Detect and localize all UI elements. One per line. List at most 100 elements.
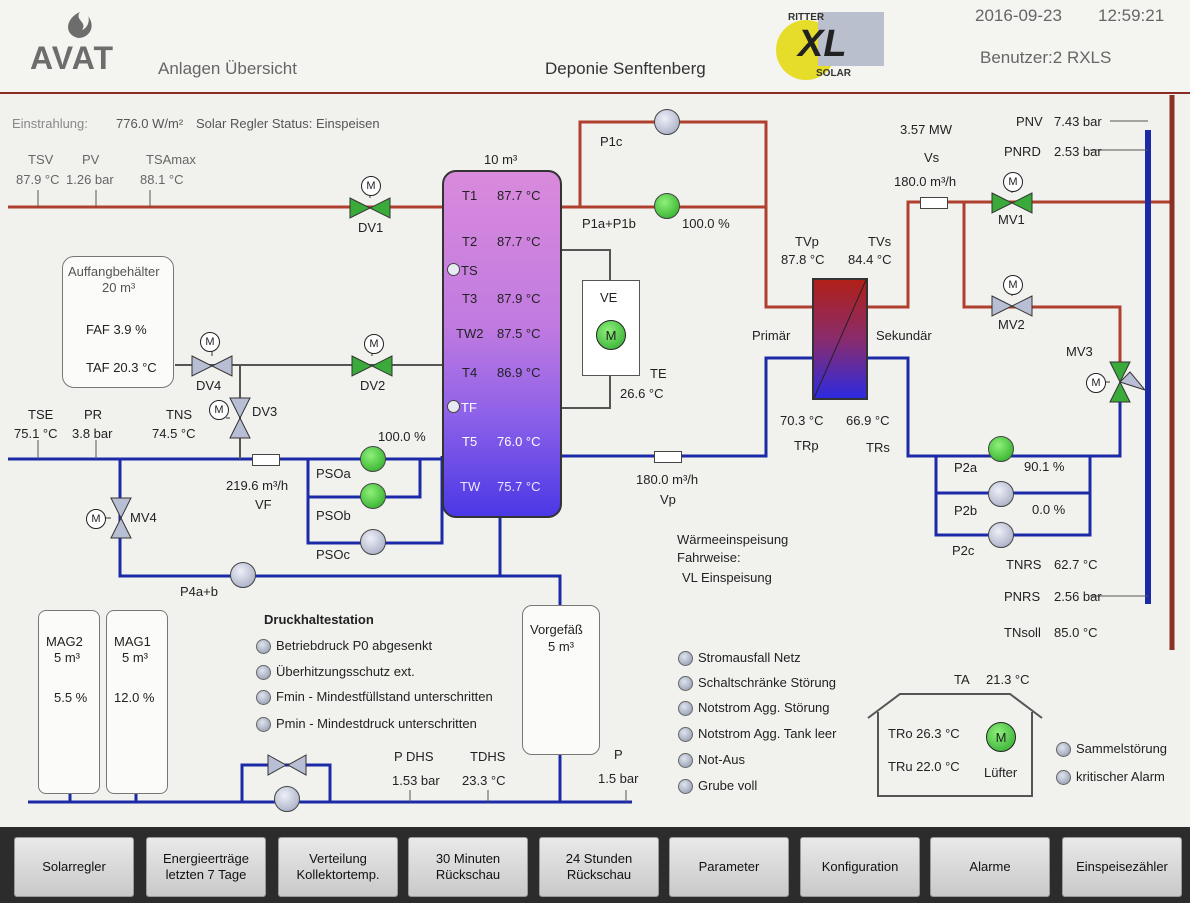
page-title: Anlagen Übersicht xyxy=(158,59,297,78)
trs-label: TRs xyxy=(866,440,890,455)
mag1-name: MAG1 xyxy=(114,634,151,649)
einstrahlung-value: 776.0 W/m² xyxy=(116,116,184,131)
header-bar: AVAT Anlagen Übersicht Deponie Senftenbe… xyxy=(0,0,1190,94)
auffang-title: Auffangbehälter xyxy=(68,264,160,279)
tsv-value: 87.9 °C xyxy=(16,172,60,187)
vp-flowmeter-icon xyxy=(654,451,682,463)
nav-konfiguration-button[interactable]: Konfiguration xyxy=(800,837,920,897)
vs-label: Vs xyxy=(924,150,940,165)
mag2-volume: 5 m³ xyxy=(54,650,80,665)
tsv-label: TSV xyxy=(28,152,54,167)
nav-alarme-button[interactable]: Alarme xyxy=(930,837,1050,897)
mag2-percent: 5.5 % xyxy=(54,690,88,705)
dv2-motor-icon[interactable]: M xyxy=(364,334,384,354)
vs-power: 3.57 MW xyxy=(900,122,953,137)
waerme-line1: Wärmeeinspeisung xyxy=(677,532,789,547)
ve-motor-icon[interactable]: M xyxy=(596,320,626,350)
vp-value: 180.0 m³/h xyxy=(636,472,699,487)
tank-tw2-value: 87.5 °C xyxy=(497,326,541,341)
tank-t1-value: 87.7 °C xyxy=(497,188,541,203)
nav-parameter-button[interactable]: Parameter xyxy=(669,837,789,897)
alarm-item-4: Not-Aus xyxy=(698,752,745,767)
mv1-motor-icon[interactable]: M xyxy=(1003,172,1023,192)
p2c-label: P2c xyxy=(952,543,975,558)
nav-einspeisezaehler-button[interactable]: Einspeisezähler xyxy=(1062,837,1182,897)
alarm-led-1 xyxy=(678,676,693,691)
druck-led-1 xyxy=(256,665,271,680)
p1c-pump-icon[interactable] xyxy=(654,109,680,135)
pdhs-label: P DHS xyxy=(394,749,434,764)
tns-label: TNS xyxy=(166,407,192,422)
house-outline xyxy=(867,693,1043,797)
dv3-label: DV3 xyxy=(252,404,278,419)
mv3-motor-icon[interactable]: M xyxy=(1086,373,1106,393)
alarm-led-3 xyxy=(678,727,693,742)
pnrd-label: PNRD xyxy=(1004,144,1041,159)
avat-logo: AVAT xyxy=(30,40,114,76)
ritter-xl-solar-logo: RITTER XL SOLAR xyxy=(768,10,888,80)
druck-led-2 xyxy=(256,690,271,705)
p2b-percent: 0.0 % xyxy=(1032,502,1066,517)
ve-label: VE xyxy=(600,290,618,305)
p1ab-label: P1a+P1b xyxy=(582,216,636,231)
mv4-label: MV4 xyxy=(130,510,157,525)
mv1-label: MV1 xyxy=(998,212,1025,227)
pnrd-value: 2.53 bar xyxy=(1054,144,1102,159)
tvp-label: TVp xyxy=(795,234,819,249)
p2b-pump-icon[interactable] xyxy=(988,481,1014,507)
vf-label: VF xyxy=(255,497,272,512)
mv2-label: MV2 xyxy=(998,317,1025,332)
tank-tw-value: 75.7 °C xyxy=(497,479,541,494)
psoc-pump-icon[interactable] xyxy=(360,529,386,555)
tank-ts-label: TS xyxy=(461,263,478,278)
psoa-pump-icon[interactable] xyxy=(360,446,386,472)
storage-tank xyxy=(442,170,562,518)
sammel-item-0: Sammelstörung xyxy=(1076,741,1168,756)
lufter-label: Lüfter xyxy=(984,765,1018,780)
trp-label: TRp xyxy=(794,438,819,453)
alarm-item-5: Grube voll xyxy=(698,778,758,793)
tank-tw2-label: TW2 xyxy=(456,326,484,341)
mv4-motor-icon[interactable]: M xyxy=(86,509,106,529)
tse-label: TSE xyxy=(28,407,54,422)
vs-flowmeter-icon xyxy=(920,197,948,209)
tvs-label: TVs xyxy=(868,234,892,249)
te-label: TE xyxy=(650,366,667,381)
p2c-pump-icon[interactable] xyxy=(988,522,1014,548)
pv-value: 1.26 bar xyxy=(66,172,114,187)
mag2-name: MAG2 xyxy=(46,634,83,649)
house-tro: TRo 26.3 °C xyxy=(888,726,960,741)
p4ab-label: P4a+b xyxy=(180,584,218,599)
p4ab-pump-icon[interactable] xyxy=(230,562,256,588)
p1ab-pump-icon[interactable] xyxy=(654,193,680,219)
alarm-led-4 xyxy=(678,753,693,768)
p-value: 1.5 bar xyxy=(598,771,639,786)
auffangbehalter-box xyxy=(62,256,174,388)
date-display: 2016-09-23 xyxy=(975,6,1062,25)
tnrs-label: TNRS xyxy=(1006,557,1042,572)
waerme-line3: VL Einspeisung xyxy=(682,570,772,585)
dv1-motor-icon[interactable]: M xyxy=(361,176,381,196)
pnv-label: PNV xyxy=(1016,114,1043,129)
psob-pump-icon[interactable] xyxy=(360,483,386,509)
alarm-led-2 xyxy=(678,701,693,716)
druck-pump-icon[interactable] xyxy=(274,786,300,812)
dv3-motor-icon[interactable]: M xyxy=(209,400,229,420)
druck-item-0: Betriebdruck P0 abgesenkt xyxy=(276,638,433,653)
psoc-label: PSOc xyxy=(316,547,350,562)
site-name: Deponie Senftenberg xyxy=(545,59,706,78)
tdhs-value: 23.3 °C xyxy=(462,773,506,788)
lufter-motor-icon[interactable]: M xyxy=(986,722,1016,752)
heat-exchanger xyxy=(812,278,868,400)
dv4-motor-icon[interactable]: M xyxy=(200,332,220,352)
mv2-motor-icon[interactable]: M xyxy=(1003,275,1023,295)
p2a-pump-icon[interactable] xyxy=(988,436,1014,462)
mag1-percent: 12.0 % xyxy=(114,690,155,705)
p1ab-percent: 100.0 % xyxy=(682,216,730,231)
druck-led-3 xyxy=(256,717,271,732)
nav-solarregler-button[interactable]: Solarregler xyxy=(14,837,134,897)
